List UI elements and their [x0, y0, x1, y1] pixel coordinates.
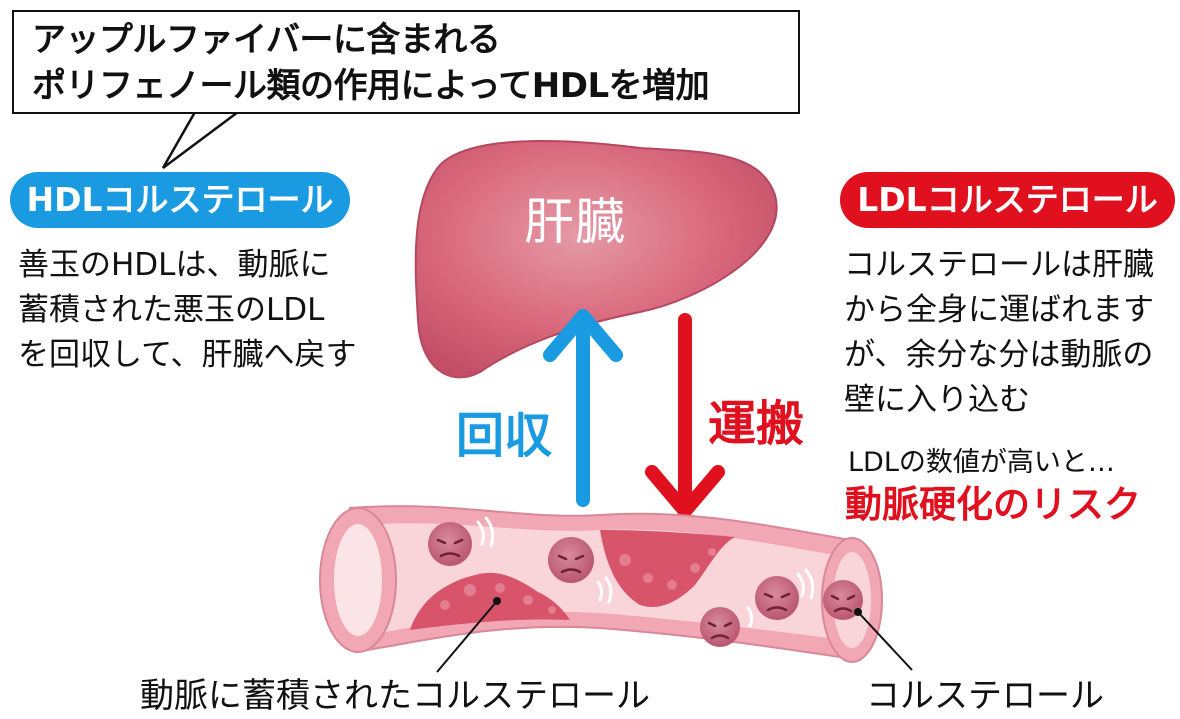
hdl-title-badge: HDLコルステロール — [10, 172, 350, 228]
ldl-warning-lead: LDLの数値が高いと… — [848, 447, 1115, 478]
callout-line-2: ポリフェノール類の作用によってHDLを増加 — [32, 66, 710, 106]
hdl-description: 善玉のHDLは、動脈に 蓄積された悪玉のLDL を回収して、肝臓へ戻す — [18, 243, 357, 378]
ldl-desc-line: が、余分な分は動脈の — [844, 337, 1154, 373]
artery — [319, 505, 883, 663]
recover-arrow-icon — [543, 309, 623, 507]
callout-box: アップルファイバーに含まれる ポリフェノール類の作用によってHDLを増加 — [12, 10, 800, 114]
motion-marks — [476, 516, 815, 628]
ldl-desc-line: コルステロールは肝臓 — [844, 247, 1154, 283]
cholesterol-particle — [700, 607, 740, 647]
cholesterol-leader-line — [857, 611, 913, 671]
liver-shape — [414, 140, 778, 379]
transport-label: 運搬 — [708, 396, 805, 452]
plaque-bottom — [410, 572, 570, 630]
ldl-description: コルステロールは肝臓 から全身に運ばれます が、余分な分は動脈の 壁に入り込む — [844, 243, 1154, 423]
callout-tail — [161, 110, 242, 170]
liver-label: 肝臓 — [524, 193, 626, 251]
plaque-leader-line — [436, 600, 498, 673]
callout-line-1: アップルファイバーに含まれる — [32, 20, 501, 60]
ldl-title-badge: LDLコルステロール — [840, 172, 1175, 228]
plaque-top — [600, 530, 735, 608]
cholesterol-particle — [823, 580, 863, 620]
cholesterol-particle — [428, 522, 472, 566]
recover-label: 回収 — [456, 408, 553, 464]
hdl-desc-line: 蓄積された悪玉のLDL — [18, 292, 325, 328]
cholesterol-particle — [755, 576, 799, 620]
transport-arrow-icon — [645, 313, 725, 518]
ldl-warning-risk: 動脈硬化のリスク — [845, 483, 1141, 526]
plaque-label: 動脈に蓄積されたコルステロール — [140, 676, 650, 716]
cholesterol-label: コルステロール — [866, 676, 1104, 716]
hdl-desc-line: 善玉のHDLは、動脈に — [18, 247, 331, 283]
ldl-desc-line: から全身に運ばれます — [844, 292, 1154, 328]
hdl-desc-line: を回収して、肝臓へ戻す — [18, 337, 357, 373]
cholesterol-particle — [548, 537, 594, 583]
ldl-desc-line: 壁に入り込む — [844, 382, 1030, 418]
